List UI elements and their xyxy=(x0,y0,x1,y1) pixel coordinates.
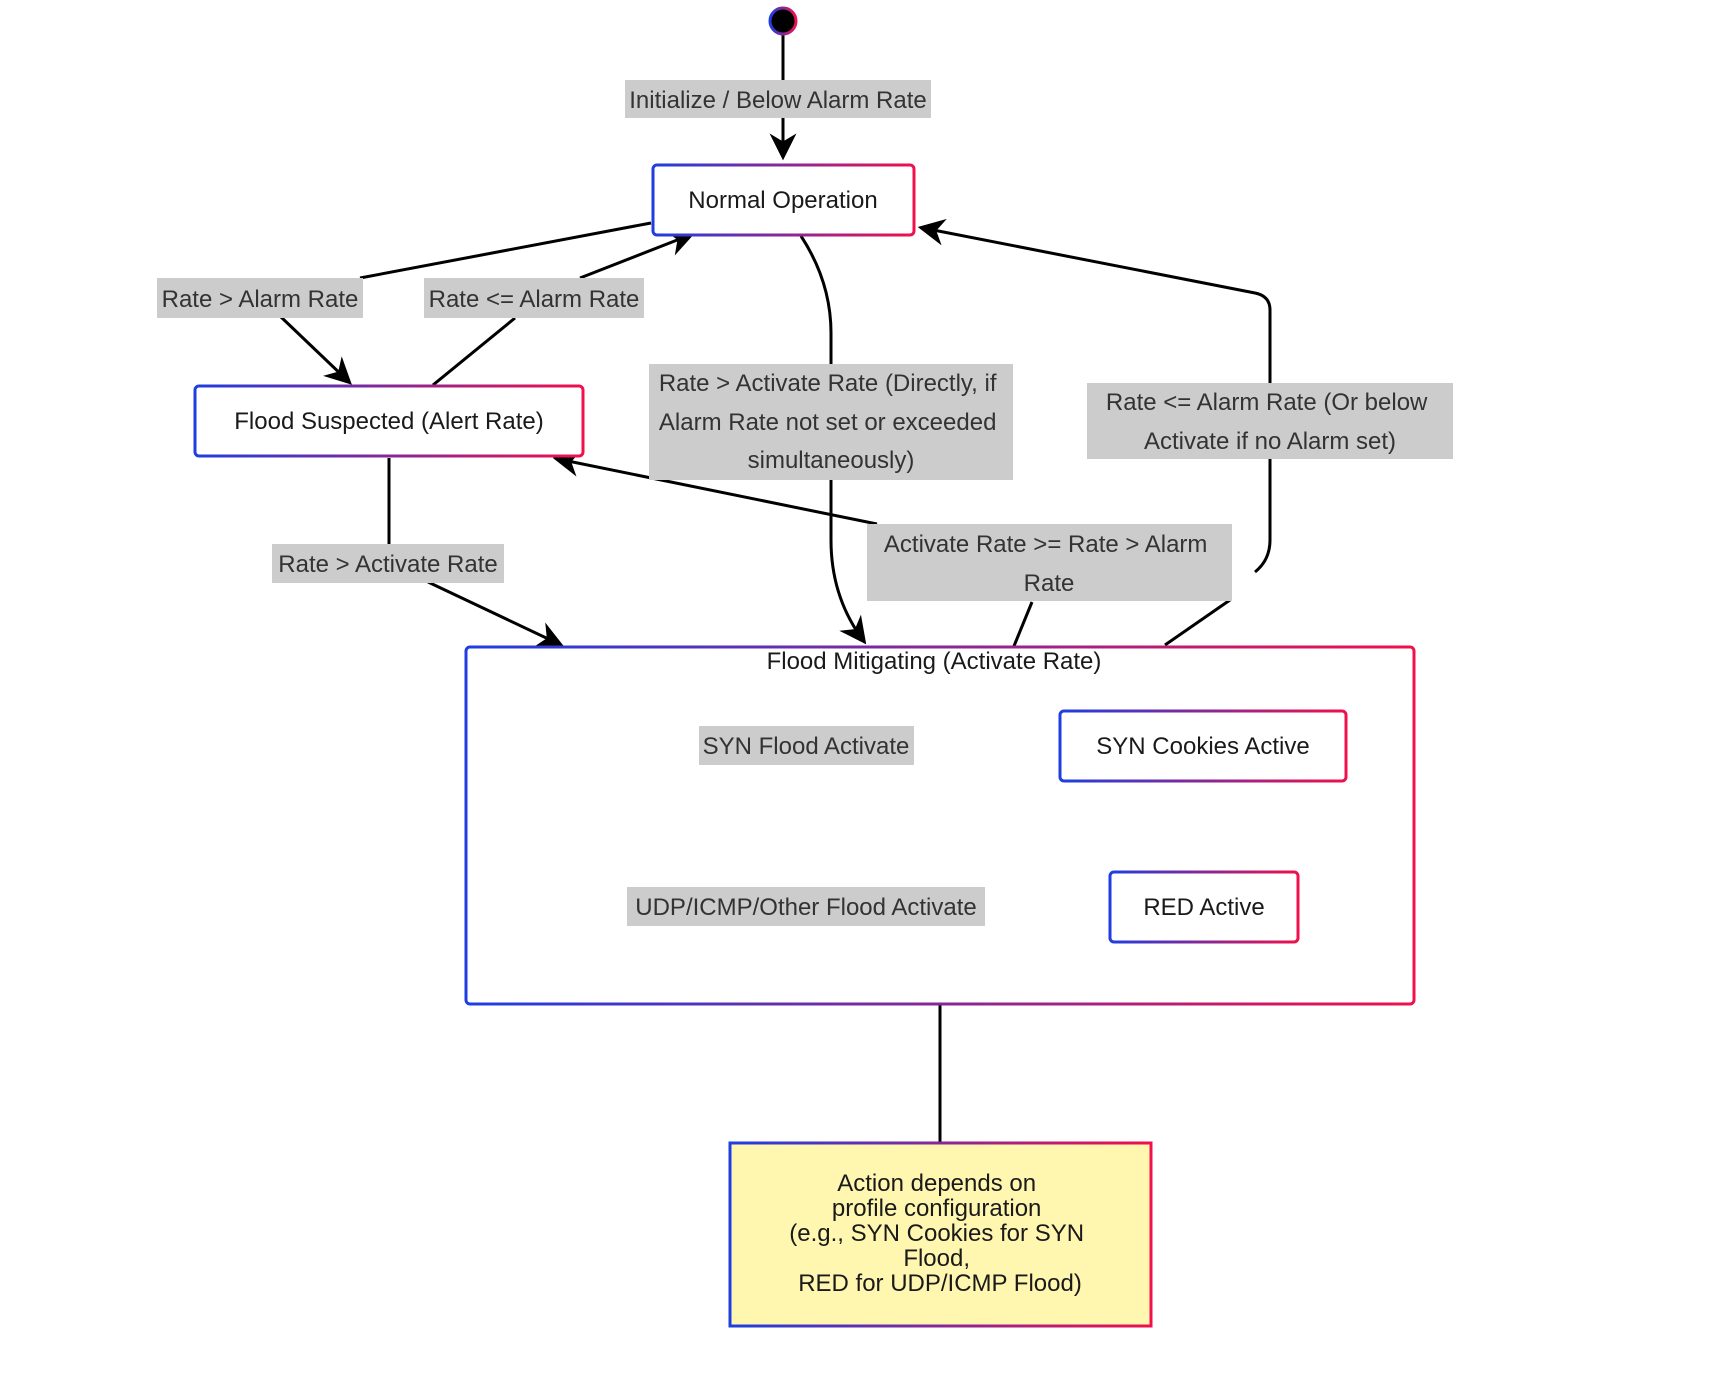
state-red-active: RED Active xyxy=(1108,870,1300,944)
label-suspected-to-mitigating: Rate > Activate Rate xyxy=(272,544,504,583)
state-flood-mitigating: Flood Mitigating (Activate Rate) xyxy=(464,645,1416,1006)
edge-suspected-to-mitigating xyxy=(387,458,559,644)
note-text: Action depends on profile configuration … xyxy=(789,1170,1090,1297)
edge-normal-to-suspected xyxy=(279,221,652,381)
label-normal-to-mitigating: Rate > Activate Rate (Directly, if Alarm… xyxy=(649,364,1013,480)
state-syn-cookies-label: SYN Cookies Active xyxy=(1096,733,1309,760)
edge-mitigating-to-suspected xyxy=(558,459,1034,647)
state-syn-cookies-active: SYN Cookies Active xyxy=(1058,709,1348,783)
label-udp-flood-text: UDP/ICMP/Other Flood Activate xyxy=(635,894,976,921)
label-suspected-to-normal-text: Rate <= Alarm Rate xyxy=(429,286,640,313)
label-udp-flood: UDP/ICMP/Other Flood Activate xyxy=(627,887,985,926)
label-mitigating-to-normal-text: Rate <= Alarm Rate (Or below Activate if… xyxy=(1106,389,1434,455)
state-normal-label: Normal Operation xyxy=(688,187,877,214)
label-suspected-to-normal: Rate <= Alarm Rate xyxy=(424,278,644,318)
label-mitigating-to-suspected-text: Activate Rate >= Rate > Alarm Rate xyxy=(884,531,1214,597)
initial-state-icon xyxy=(768,6,798,36)
edge-mitigating-to-normal xyxy=(923,228,1272,647)
label-normal-to-mitigating-text: Rate > Activate Rate (Directly, if Alarm… xyxy=(659,370,1003,474)
label-init: Initialize / Below Alarm Rate xyxy=(625,80,931,118)
state-mitigating-title: Flood Mitigating (Activate Rate) xyxy=(767,648,1102,675)
state-flood-suspected: Flood Suspected (Alert Rate) xyxy=(193,384,585,458)
label-mitigating-to-suspected: Activate Rate >= Rate > Alarm Rate xyxy=(867,524,1232,601)
state-suspected-label: Flood Suspected (Alert Rate) xyxy=(234,408,543,435)
label-suspected-to-mitigating-text: Rate > Activate Rate xyxy=(278,551,497,578)
edge-suspected-to-normal xyxy=(432,235,690,387)
edge-normal-to-mitigating xyxy=(799,235,863,640)
label-normal-to-suspected: Rate > Alarm Rate xyxy=(157,278,363,318)
label-syn-flood-text: SYN Flood Activate xyxy=(703,733,910,760)
state-normal-operation: Normal Operation xyxy=(651,163,916,237)
label-init-text: Initialize / Below Alarm Rate xyxy=(629,87,926,114)
label-syn-flood: SYN Flood Activate xyxy=(699,726,914,765)
label-mitigating-to-normal: Rate <= Alarm Rate (Or below Activate if… xyxy=(1087,383,1453,459)
state-red-label: RED Active xyxy=(1143,894,1264,921)
label-normal-to-suspected-text: Rate > Alarm Rate xyxy=(162,286,359,313)
note-action: Action depends on profile configuration … xyxy=(728,1141,1153,1328)
